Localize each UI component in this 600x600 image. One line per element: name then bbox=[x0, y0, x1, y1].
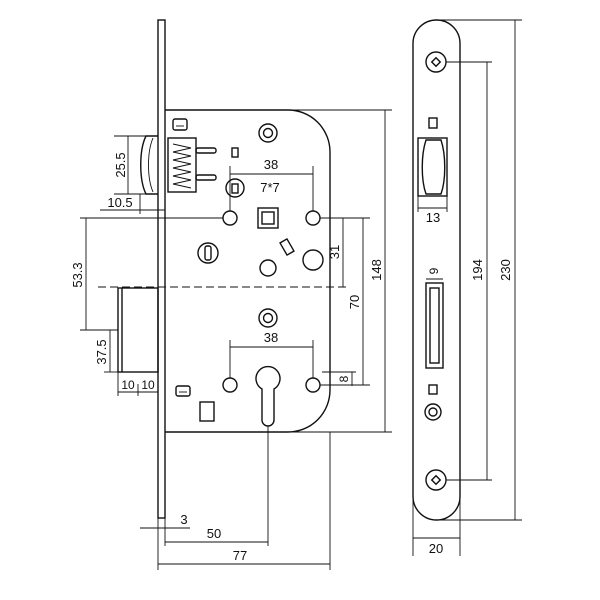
label-spindle-to-cylinder: 70 bbox=[347, 295, 362, 309]
small-slot bbox=[231, 147, 239, 158]
label-spindle-square: 7*7 bbox=[260, 180, 280, 195]
label-case-height: 148 bbox=[369, 259, 384, 281]
lower-slot bbox=[199, 401, 215, 422]
spindle-square-outer bbox=[257, 207, 279, 229]
lever-screw-outer bbox=[197, 242, 219, 264]
label-faceplate-height: 230 bbox=[498, 259, 513, 281]
label-bolt-height: 37.5 bbox=[94, 339, 109, 364]
front-dimension-labels: 13 9 194 230 20 bbox=[426, 210, 513, 556]
label-cylinder-offset: 8 bbox=[337, 375, 351, 382]
middle-screw-outer bbox=[424, 403, 442, 421]
latch-face bbox=[421, 139, 446, 195]
label-spindle-to-bolt-top: 31 bbox=[327, 245, 342, 259]
label-latch-projection: 10.5 bbox=[107, 195, 132, 210]
top-screw-inner bbox=[430, 56, 442, 68]
cylinder-keyhole bbox=[255, 365, 281, 427]
front-dimension-lines bbox=[412, 19, 522, 556]
label-faceplate-thickness: 3 bbox=[180, 512, 187, 527]
label-case-depth: 77 bbox=[233, 548, 247, 563]
bolt-slot-inner bbox=[429, 287, 440, 364]
spindle-hole-left bbox=[222, 210, 238, 226]
front-small-slot-lower bbox=[428, 384, 438, 395]
upper-screw-outer bbox=[258, 123, 278, 143]
latch-pin-upper bbox=[195, 147, 217, 154]
label-latch-slot-width: 13 bbox=[426, 210, 440, 225]
follower-stop-outer bbox=[225, 178, 245, 198]
spindle-square-inner bbox=[261, 211, 275, 225]
lever-screw-slot bbox=[204, 245, 212, 261]
upper-screw-inner bbox=[262, 127, 274, 139]
side-dimension-lines bbox=[80, 109, 392, 570]
label-latch-height: 25.5 bbox=[113, 152, 128, 177]
center-hole bbox=[259, 259, 277, 277]
side-dimension-labels: 25.5 10.5 38 7*7 53.3 37.5 10 10 31 70 1… bbox=[70, 152, 384, 563]
bottom-screw-inner bbox=[430, 474, 442, 486]
label-backset: 50 bbox=[207, 526, 221, 541]
bolt-slot bbox=[425, 282, 444, 369]
lower-screw-inner bbox=[262, 312, 274, 324]
label-faceplate-width: 20 bbox=[429, 541, 443, 556]
spindle-hole-right bbox=[305, 210, 321, 226]
middle-screw-inner bbox=[428, 407, 438, 417]
dead-bolt bbox=[117, 287, 159, 373]
lock-case bbox=[165, 109, 331, 433]
top-screw-outer bbox=[425, 51, 447, 73]
label-screw-spacing: 194 bbox=[470, 259, 485, 281]
latch-housing bbox=[167, 137, 197, 193]
tilted-slot bbox=[279, 237, 295, 257]
latch-slot bbox=[417, 137, 448, 197]
cylinder-hole-left bbox=[222, 377, 238, 393]
front-view: 13 9 194 230 20 bbox=[412, 19, 522, 556]
lower-screw-outer bbox=[258, 308, 278, 328]
label-bolt-width-right: 10 bbox=[141, 378, 155, 392]
latch-pin-lower bbox=[195, 174, 217, 181]
label-bolt-width-left: 10 bbox=[121, 378, 135, 392]
lower-tab bbox=[175, 385, 191, 397]
cylinder-hole-right bbox=[305, 377, 321, 393]
label-spindle-to-bolt: 53.3 bbox=[70, 262, 85, 287]
latch-bevel bbox=[148, 137, 154, 193]
side-view: 25.5 10.5 38 7*7 53.3 37.5 10 10 31 70 1… bbox=[70, 19, 392, 570]
side-faceplate bbox=[157, 19, 166, 519]
follower-stop-inner bbox=[231, 183, 239, 194]
label-bolt-slot-width: 9 bbox=[427, 267, 441, 274]
bottom-screw-outer bbox=[425, 469, 447, 491]
upper-tab bbox=[172, 118, 188, 131]
right-hole bbox=[302, 249, 324, 271]
latch-bolt bbox=[140, 135, 158, 195]
latch-spring bbox=[172, 143, 192, 189]
label-upper-spacing: 38 bbox=[264, 157, 278, 172]
label-lower-spacing: 38 bbox=[264, 330, 278, 345]
front-small-slot-upper bbox=[428, 117, 438, 129]
